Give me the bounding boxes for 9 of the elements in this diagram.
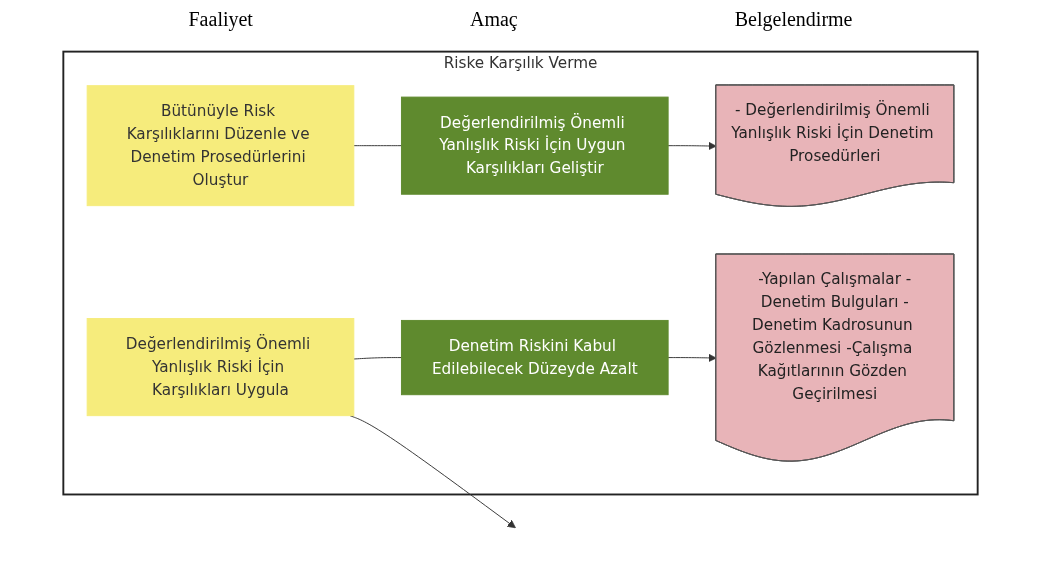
connector <box>353 145 402 147</box>
column-heading: Faaliyet <box>188 8 253 33</box>
column-heading: Belgelendirme <box>734 8 853 33</box>
node-box: Değerlendirilmiş Önemli Yanlışlık Riski İçin Karşılıkları Uygula <box>86 318 355 417</box>
node-box: Denetim Riskini Kabul Edilebilecek Düzeyde Azalt <box>400 319 669 396</box>
node-box: Değerlendirilmiş Önemli Yanlışlık Riski İçin Uygun Karşılıkları Geliştir <box>400 96 669 195</box>
column-heading: Amaç <box>469 8 518 33</box>
node-box: Bütünüyle Risk Karşılıklarını Düzenle ve Denetim Prosedürlerini Oluştur <box>86 85 355 207</box>
connector <box>353 357 402 360</box>
